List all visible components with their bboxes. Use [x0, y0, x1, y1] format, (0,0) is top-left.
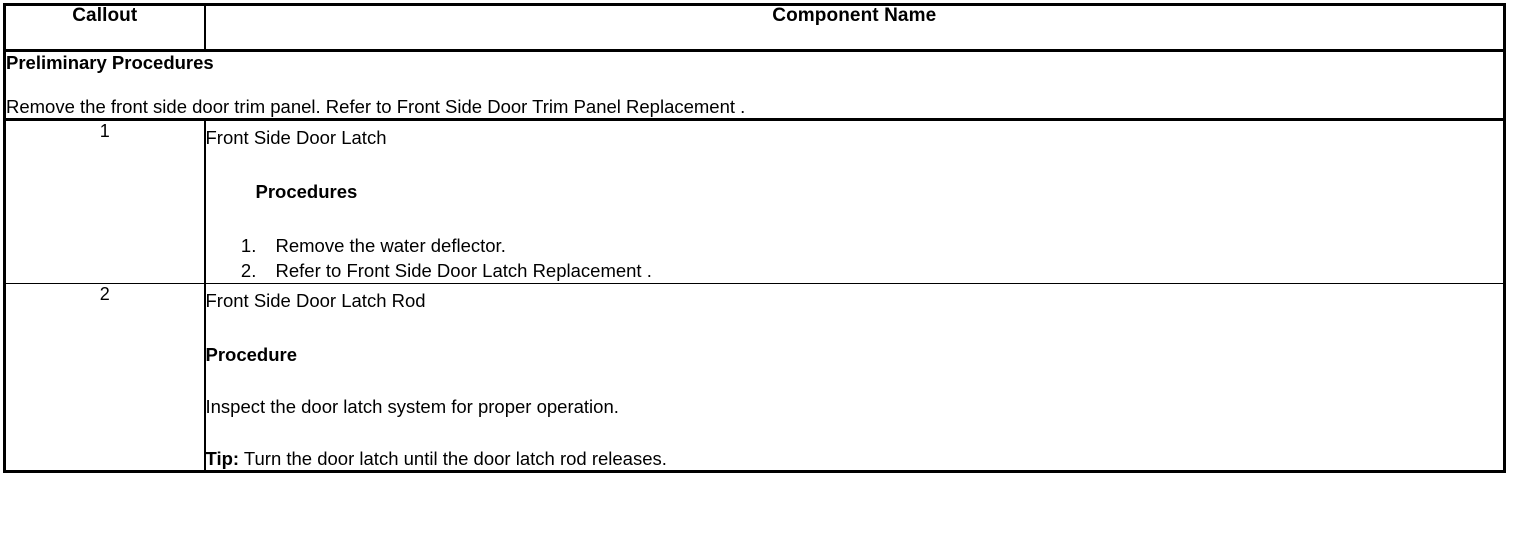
procedure-paragraph-2: Inspect the door latch system for proper… — [205, 396, 619, 417]
tip-label: Tip: — [205, 448, 240, 469]
component-cell-1: Front Side Door Latch Procedures Remove … — [204, 119, 1505, 284]
column-header-callout: Callout — [4, 4, 206, 52]
table-header-row: Callout Component Name — [4, 4, 1505, 52]
component-cell-2: Front Side Door Latch Rod Procedure Insp… — [204, 283, 1505, 472]
component-callout-table: Callout Component Name Preliminary Proce… — [3, 3, 1506, 473]
callout-number-2: 2 — [4, 283, 206, 472]
preliminary-procedures-text: Remove the front side door trim panel. R… — [6, 96, 746, 117]
subheading-procedure-2: Procedure — [205, 344, 298, 365]
table-row: 2 Front Side Door Latch Rod Procedure In… — [4, 283, 1505, 472]
table-row: 1 Front Side Door Latch Procedures Remov… — [4, 119, 1505, 284]
preliminary-procedures-title: Preliminary Procedures — [6, 52, 214, 73]
table-header: Callout Component Name — [4, 4, 1505, 52]
table-body: Preliminary Procedures Remove the front … — [4, 50, 1505, 472]
subheading-procedures-1: Procedures — [255, 181, 358, 202]
column-header-component-name: Component Name — [204, 4, 1505, 52]
procedure-step-list-1: Remove the water deflector. Refer to Fro… — [206, 233, 1504, 283]
tip-paragraph-2: Tip: Turn the door latch until the door … — [206, 448, 1504, 470]
table-row-preliminary: Preliminary Procedures Remove the front … — [4, 50, 1505, 121]
tip-text: Turn the door latch until the door latch… — [239, 448, 667, 469]
component-name-1: Front Side Door Latch — [205, 127, 387, 148]
preliminary-procedures-cell: Preliminary Procedures Remove the front … — [4, 50, 1505, 121]
list-item: Remove the water deflector. — [262, 233, 1504, 258]
list-item: Refer to Front Side Door Latch Replaceme… — [262, 258, 1504, 283]
component-name-2: Front Side Door Latch Rod — [205, 290, 426, 311]
callout-number-1: 1 — [4, 119, 206, 284]
